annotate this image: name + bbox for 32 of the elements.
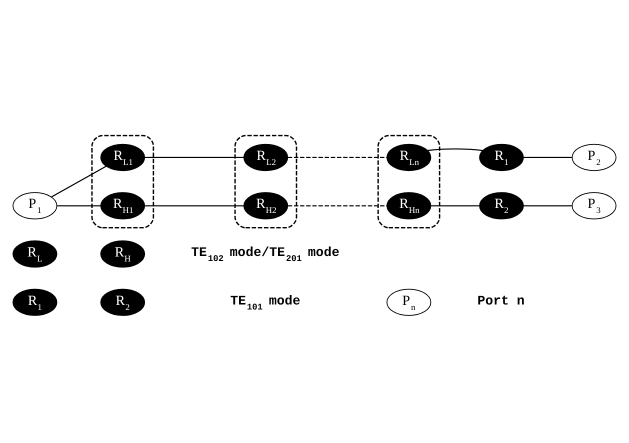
connector [523,204,572,206]
connector [523,156,572,158]
node-ellipse: R$_{1}$ [479,143,524,171]
node-ellipse: R$_{L}$ [12,240,58,268]
connector [144,156,244,158]
connector [57,204,100,206]
label: TE$_{101}$ mode [230,293,300,312]
node-ellipse: R$_{H1}$ [100,192,146,219]
node-ellipse: P$_{2}$ [572,143,616,171]
node-ellipse: P$_{n}$ [386,288,432,316]
connector [288,156,387,158]
node-ellipse: R$_{H}$ [100,240,146,268]
connector [288,204,387,206]
cluster [91,134,154,228]
node-ellipse: R$_{L1}$ [100,143,146,171]
node-ellipse: R$_{2}$ [100,288,146,316]
connector [51,165,106,197]
node-ellipse: R$_{H2}$ [243,192,288,219]
node-ellipse: R$_{L2}$ [243,143,288,171]
node-ellipse: R$_{Hn}$ [386,192,432,219]
connector [430,204,480,206]
label: Port n [477,293,525,308]
cluster [377,134,440,228]
node-ellipse: R$_{1}$ [12,288,58,316]
node-ellipse: P$_{3}$ [572,192,616,219]
connector [428,148,483,151]
cluster [234,134,298,228]
node-ellipse: R$_{Ln}$ [386,143,432,171]
label: TE$_{102}$ mode/TE$_{201}$ mode [191,244,340,264]
node-ellipse: P$_{1}$ [12,192,58,219]
node-ellipse: R$_{2}$ [479,192,524,219]
connector [144,204,244,206]
